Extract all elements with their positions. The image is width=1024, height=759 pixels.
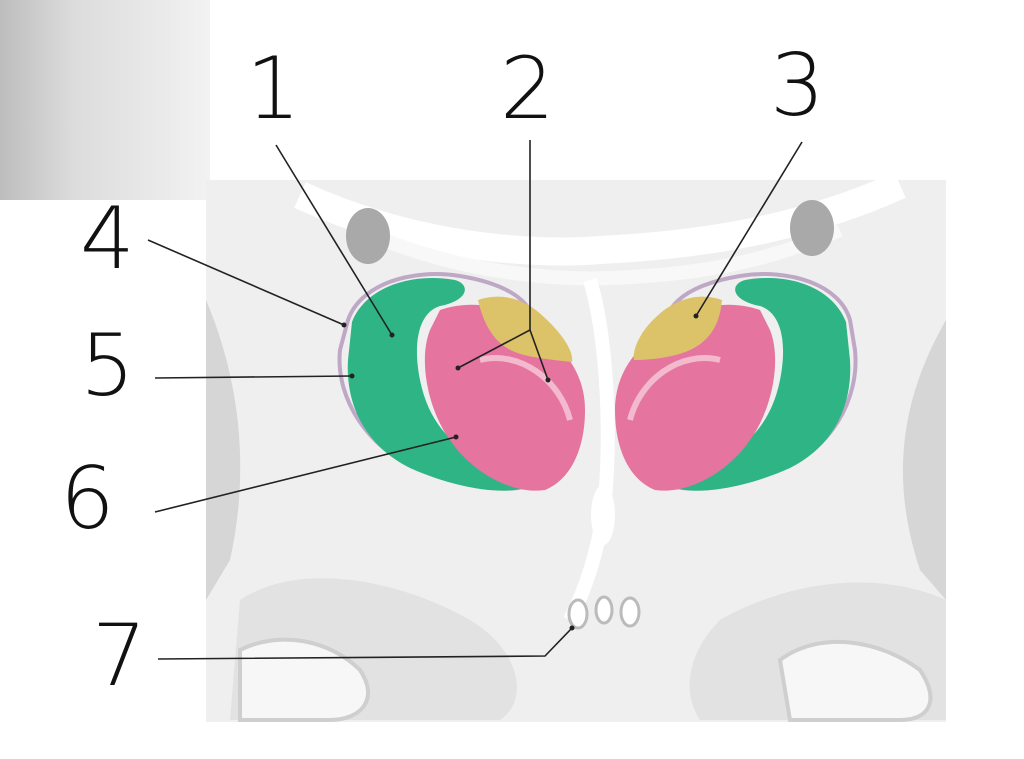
left-green-region: [347, 277, 525, 491]
leader-lines: [147, 140, 803, 660]
left-yellow-region: [478, 296, 573, 362]
leader-line-6: [154, 436, 457, 513]
upper-white-matter-2: [357, 223, 843, 286]
label-5: 5: [80, 316, 135, 416]
leader-line-3: [695, 141, 803, 317]
label-7: 7: [92, 606, 147, 706]
midline-small-lumen-2: [594, 595, 614, 625]
label-2: 2: [500, 39, 555, 139]
left-lateral-tissue: [206, 300, 241, 600]
lower-right-lobe: [777, 639, 933, 722]
leader-line-1: [275, 144, 393, 336]
label-4: 4: [80, 189, 135, 289]
leader-line-5: [154, 375, 353, 379]
left-pink-highlight: [479, 355, 573, 421]
right-yellow-region: [633, 296, 722, 360]
leader-line-2b: [529, 329, 549, 381]
midline-small-lumen-3: [619, 596, 641, 628]
lower-left-lobe: [238, 637, 371, 722]
label-6: 6: [60, 449, 115, 549]
midline-small-lumen-1: [567, 598, 589, 630]
third-ventricle: [591, 485, 615, 545]
leader-line-7: [157, 627, 573, 660]
leader-line-4: [147, 239, 345, 326]
left-ventricle-dark: [346, 208, 390, 264]
leader-dots: [341, 313, 699, 631]
right-ventricle-dark: [790, 200, 834, 256]
right-lateral-tissue: [902, 320, 946, 600]
scan-edge-shadow: [0, 0, 210, 200]
label-1: 1: [246, 39, 301, 139]
right-pink-highlight: [627, 355, 721, 421]
label-3: 3: [770, 36, 825, 136]
right-green-region: [675, 277, 851, 491]
